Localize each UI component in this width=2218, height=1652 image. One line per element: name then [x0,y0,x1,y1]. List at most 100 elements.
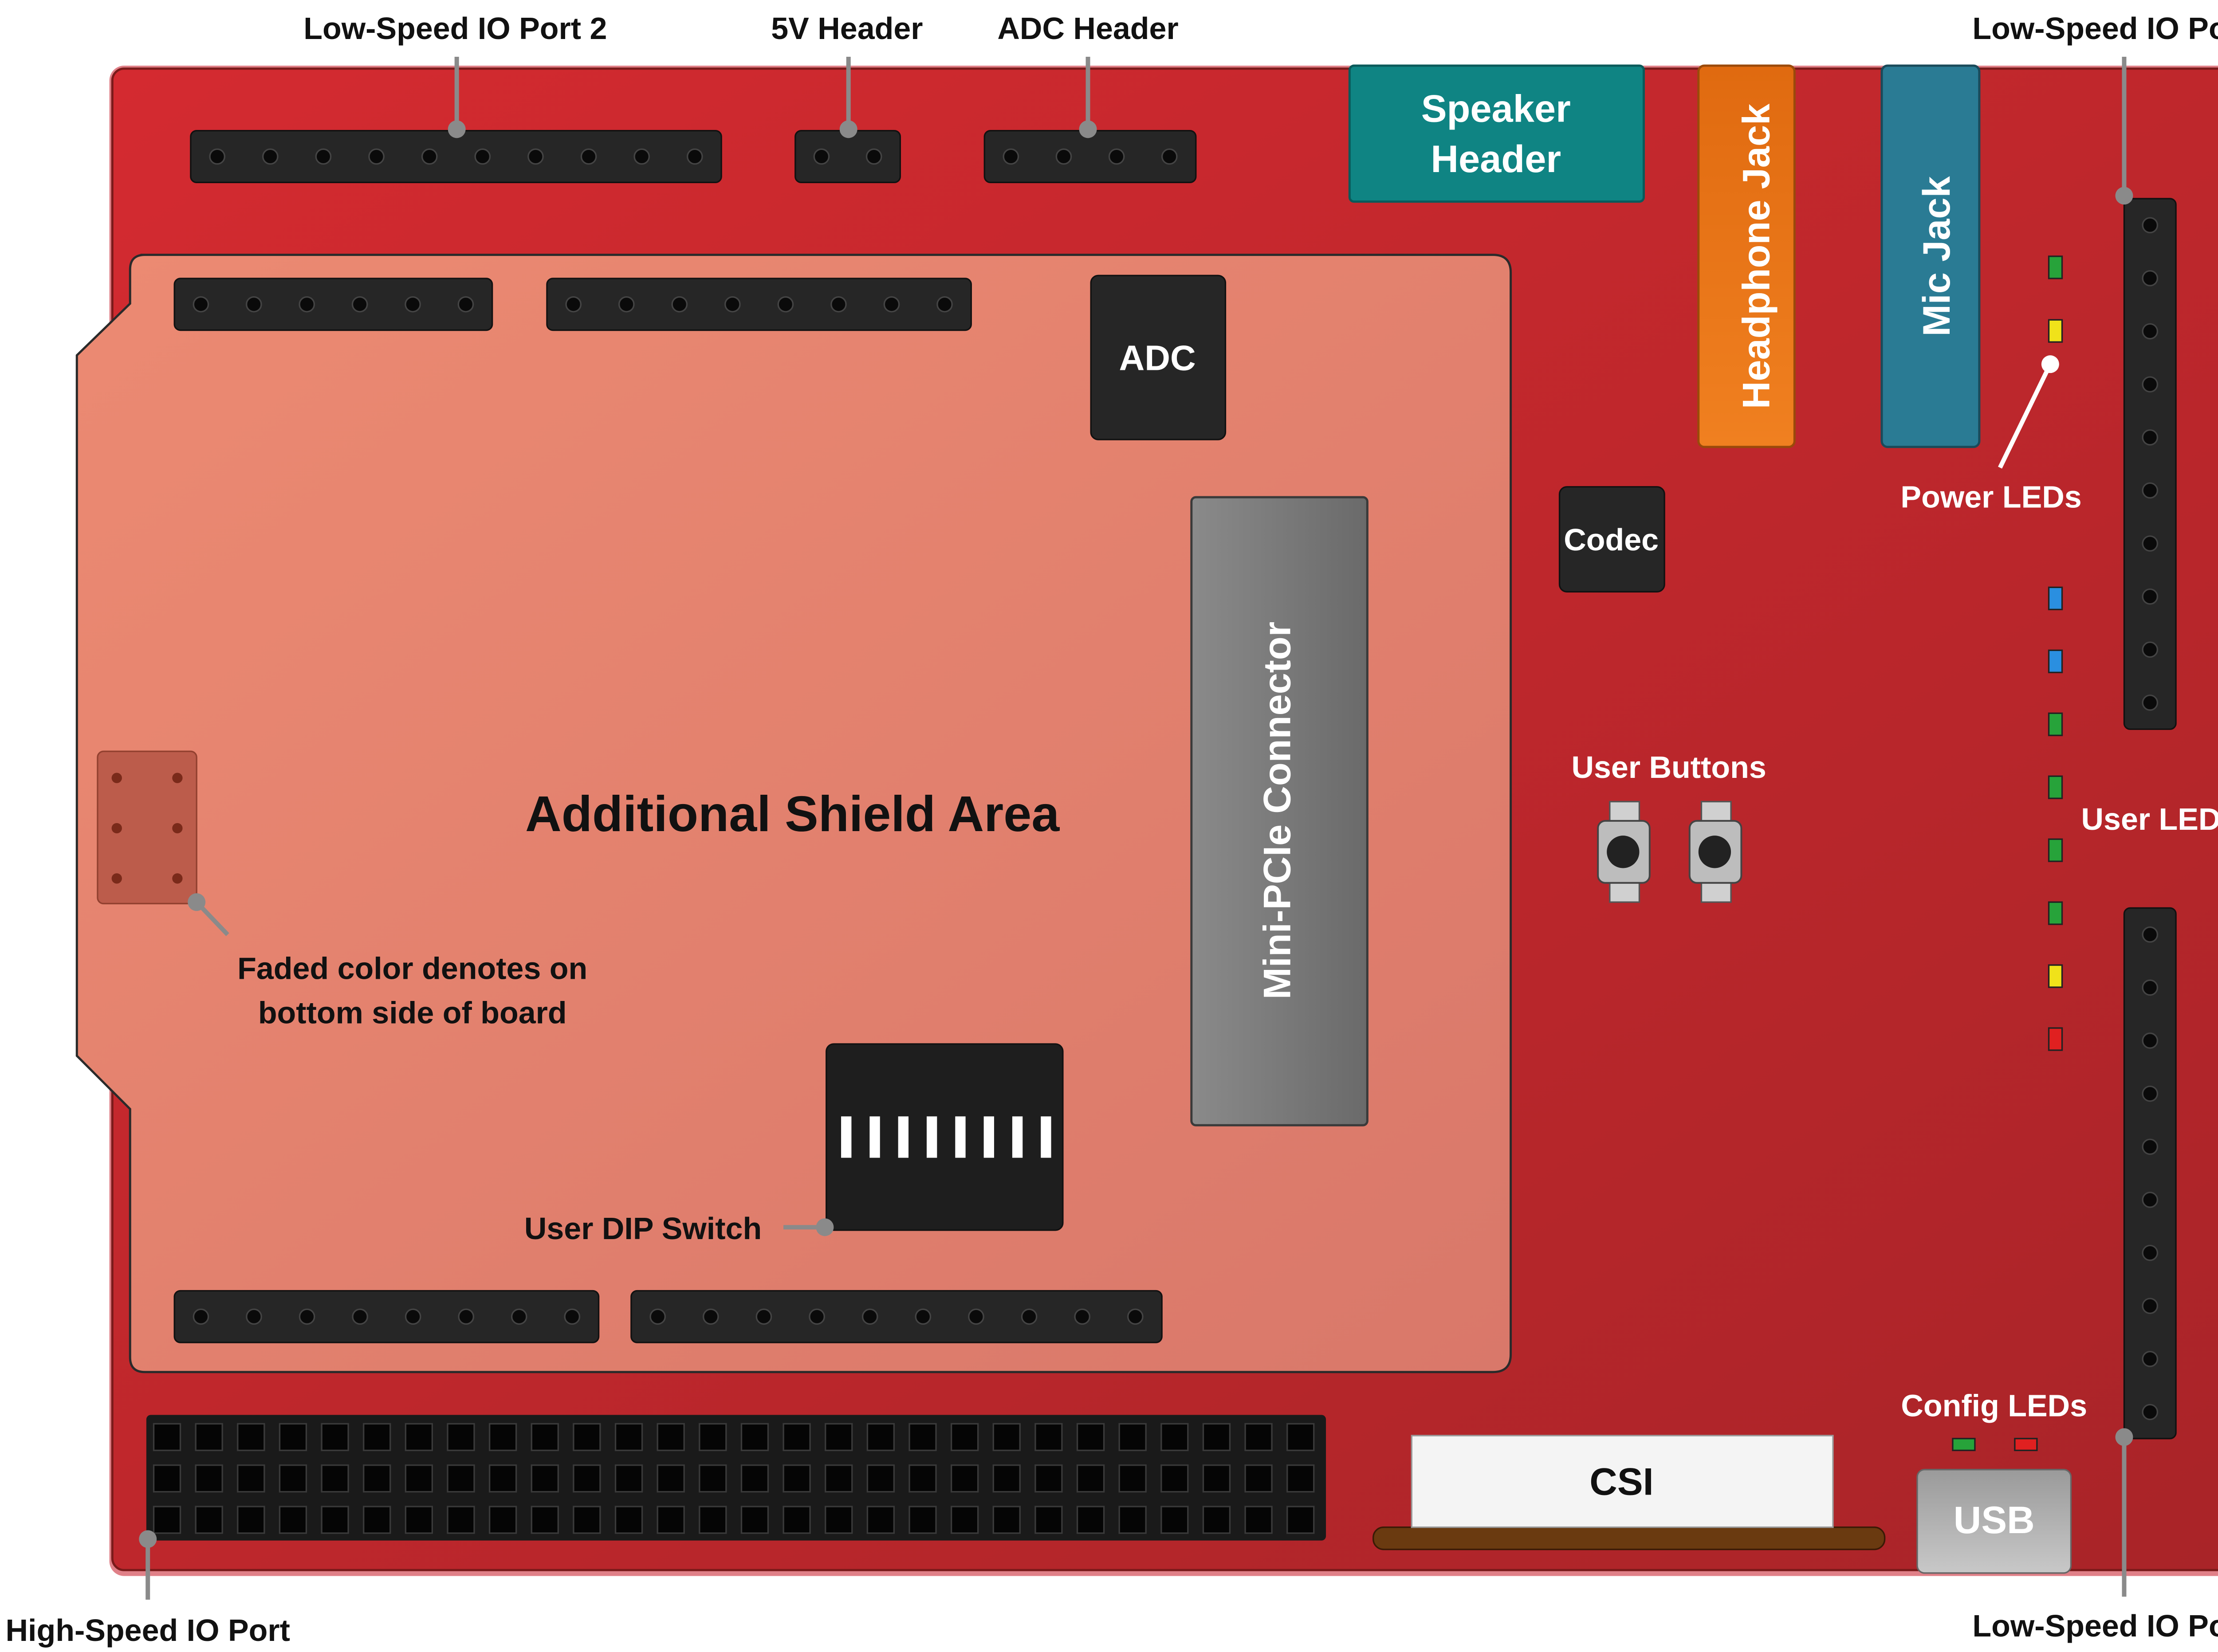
hs-port-pin [1160,1464,1189,1493]
header-shield-top-left-body [173,278,493,331]
hs-port-pin [825,1464,853,1493]
header-pin [865,148,882,165]
user-button-2[interactable] [1688,800,1742,903]
dip-lever[interactable] [1041,1116,1051,1158]
hs-port-pin [908,1464,937,1493]
hs-port-pin [1286,1423,1315,1452]
hs-port-pin [488,1423,517,1452]
hs-port-pin [1286,1464,1315,1493]
header-pin [1055,148,1072,165]
bottom-pin [172,873,183,884]
hs-port-pin [866,1506,895,1534]
header-pin [2142,1138,2159,1155]
label-adc-header: ADC Header [997,11,1178,46]
header-pin [936,296,953,313]
hs-port-pin [699,1423,727,1452]
leds [1952,255,2063,1452]
shield-area-title: Additional Shield Area [525,786,1060,842]
dip-lever[interactable] [927,1116,937,1158]
header-pin [458,1308,475,1325]
user-led-green [2048,775,2063,799]
codec-chip: Codec [1558,486,1665,593]
hs-port-pin [657,1506,685,1534]
adc-chip: ADC [1090,275,1227,440]
user-led-yellow [2048,964,2063,988]
header-pin [2142,1192,2159,1208]
dip-lever[interactable] [869,1116,880,1158]
hs-port-pin [279,1464,307,1493]
hs-port-pin [740,1506,769,1534]
header-pin [405,296,421,313]
hs-port-pin [321,1506,349,1534]
header-ls-port-0 [2123,198,2177,730]
hs-port-pin [1076,1506,1105,1534]
header-pin [2142,1244,2159,1261]
dip-lever[interactable] [983,1116,994,1158]
callout-dot [188,893,206,911]
header-pin [421,148,438,165]
hs-port-pin [950,1423,979,1452]
hs-port-pin [992,1423,1021,1452]
hs-port-pin [488,1464,517,1493]
header-pin [830,296,847,313]
hs-port-pin [908,1423,937,1452]
callout-line [1998,363,2053,469]
callout-lines [139,57,2133,1600]
user-button-1[interactable] [1597,800,1651,903]
hs-port-pin [783,1506,811,1534]
header-pin [1127,1308,1144,1325]
dip-lever[interactable] [898,1116,909,1158]
csi-body [1411,1435,1834,1528]
hs-port-pin [1034,1464,1063,1493]
header-5v-body [794,130,901,183]
header-ls-port-1 [2123,907,2177,1440]
dip-switch-levers [841,1116,1051,1158]
high-speed-io-port-body [146,1415,1326,1541]
headphone-jack-body [1697,64,1796,448]
hs-port-pin [740,1464,769,1493]
hs-port-pin [531,1464,559,1493]
header-pin [1003,148,1019,165]
header-pin [649,1308,666,1325]
bottom-pin [111,873,122,884]
label-5v-header: 5V Header [771,11,923,46]
dip-lever[interactable] [955,1116,966,1158]
shield-outline [75,254,1512,1373]
header-pin [2142,270,2159,286]
mic-jack: Mic Jack [1880,64,1981,448]
hs-port-pin [237,1506,265,1534]
dip-lever[interactable] [841,1116,852,1158]
hs-port-pin [1244,1464,1273,1493]
hs-port-pin [1160,1506,1189,1534]
usb-label: USB [1954,1499,2035,1542]
dip-lever[interactable] [1012,1116,1023,1158]
user-led-red [2048,1027,2063,1051]
header-pin [2142,641,2159,658]
header-shield-top-right-body [546,278,972,331]
callout-dot [448,120,466,138]
header-pin [457,296,474,313]
header-pin [580,148,597,165]
csi-label: CSI [1589,1460,1653,1503]
header-pin [368,148,385,165]
hs-port-pin [195,1464,223,1493]
hs-port-pin [1244,1506,1273,1534]
callout-dot [816,1218,834,1236]
power-led-yellow [2048,319,2063,343]
codec-chip-body [1558,486,1665,593]
hs-port-pin [950,1506,979,1534]
label-ls-port-0: Low-Speed IO Port 0 [1972,11,2218,46]
hs-port-pin [699,1506,727,1534]
header-pin [2142,429,2159,446]
label-hs-port: High-Speed IO Port [6,1613,290,1648]
header-shield-bottom-left [173,1290,600,1343]
power-led-green [2048,255,2063,279]
config-led-green [1952,1438,1976,1452]
user-led-blue [2048,649,2063,673]
header-pin [2142,588,2159,605]
label-config-leds: Config LEDs [1901,1389,2087,1423]
hs-port-pin [614,1506,643,1534]
header-pin [246,1308,262,1325]
header-shield-top-left [173,278,493,331]
user-led-green [2048,901,2063,925]
